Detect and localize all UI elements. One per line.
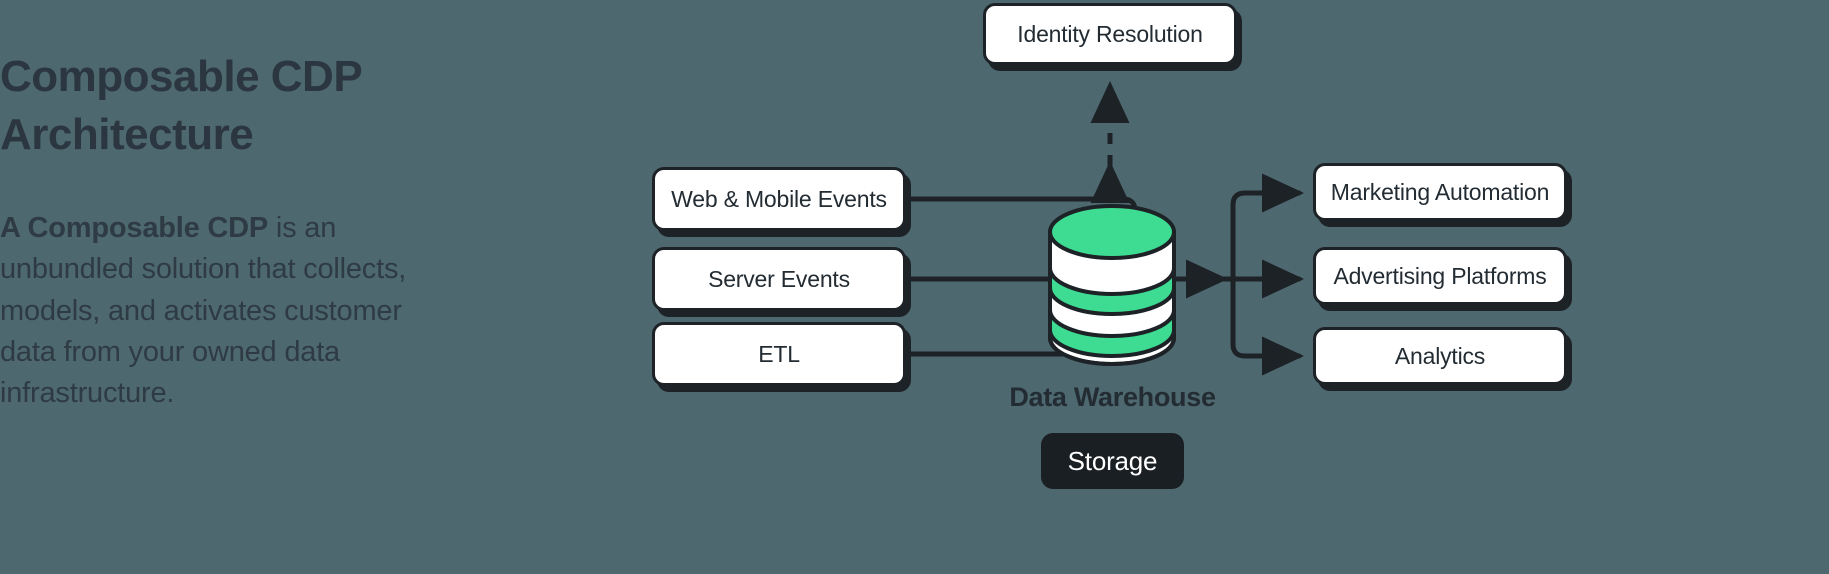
left-text-column: Composable CDP Architecture A Composable… <box>0 48 470 414</box>
intro-rest-text: is an unbundled solution that collects, … <box>0 212 407 409</box>
intro-paragraph: A Composable CDP is an unbundled solutio… <box>0 208 420 414</box>
node-identity-resolution[interactable]: Identity Resolution <box>983 3 1237 65</box>
connector-sources-to-warehouse <box>903 196 1228 357</box>
node-source-server-events[interactable]: Server Events <box>652 247 906 311</box>
node-source-web-mobile-events[interactable]: Web & Mobile Events <box>652 167 906 231</box>
intro-lead-text: A Composable CDP <box>0 212 269 245</box>
node-destination-analytics[interactable]: Analytics <box>1313 327 1567 385</box>
node-destination-advertising-platforms[interactable]: Advertising Platforms <box>1313 247 1567 305</box>
node-destination-marketing-automation[interactable]: Marketing Automation <box>1313 163 1567 221</box>
storage-badge: Storage <box>1041 433 1184 489</box>
page-title: Composable CDP Architecture <box>0 52 362 160</box>
node-source-etl[interactable]: ETL <box>652 322 906 386</box>
data-warehouse-label: Data Warehouse <box>1009 382 1216 412</box>
connector-warehouse-to-destinations <box>1167 173 1304 376</box>
